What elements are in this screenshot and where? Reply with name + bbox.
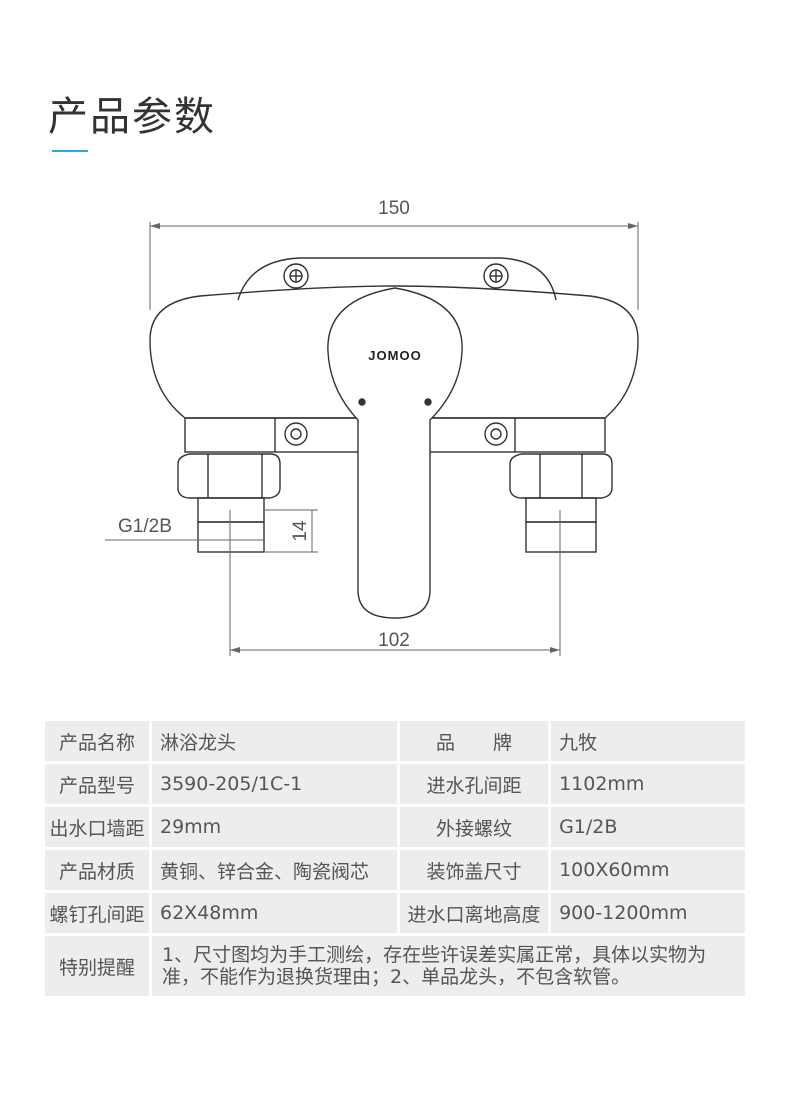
hole-spacing-label: 102 bbox=[378, 630, 410, 651]
table-row: 产品名称 淋浴龙头 品 牌 九牧 bbox=[45, 721, 745, 761]
spec-value: 3590-205/1C-1 bbox=[152, 764, 398, 804]
spec-key: 进水口离地高度 bbox=[400, 893, 549, 933]
spec-value: G1/2B bbox=[551, 807, 745, 847]
note-text: 1、尺寸图均为手工测绘，存在些许误差实属正常，具体以实物为准，不能作为退换货理由… bbox=[152, 936, 745, 996]
spec-value: 1102mm bbox=[551, 764, 745, 804]
table-row: 特别提醒 1、尺寸图均为手工测绘，存在些许误差实属正常，具体以实物为准，不能作为… bbox=[45, 936, 745, 996]
table-row: 产品材质 黄铜、锌合金、陶瓷阀芯 装饰盖尺寸 100X60mm bbox=[45, 850, 745, 890]
table-row: 产品型号 3590-205/1C-1 进水孔间距 1102mm bbox=[45, 764, 745, 804]
table-row: 出水口墙距 29mm 外接螺纹 G1/2B bbox=[45, 807, 745, 847]
thread-length-label: 14 bbox=[290, 520, 311, 542]
spec-value: 九牧 bbox=[551, 721, 745, 761]
spec-key: 装饰盖尺寸 bbox=[400, 850, 549, 890]
spec-value: 黄铜、锌合金、陶瓷阀芯 bbox=[152, 850, 398, 890]
spec-key: 出水口墙距 bbox=[45, 807, 149, 847]
note-key: 特别提醒 bbox=[45, 936, 149, 996]
spec-table-body: 产品名称 淋浴龙头 品 牌 九牧 产品型号 3590-205/1C-1 进水孔间… bbox=[45, 721, 745, 996]
spec-key: 螺钉孔间距 bbox=[45, 893, 149, 933]
spec-table: 产品名称 淋浴龙头 品 牌 九牧 产品型号 3590-205/1C-1 进水孔间… bbox=[42, 718, 748, 999]
spec-value: 100X60mm bbox=[551, 850, 745, 890]
spec-key: 外接螺纹 bbox=[400, 807, 549, 847]
jomoo-logo: JOMOO bbox=[368, 348, 421, 363]
table-row: 螺钉孔间距 62X48mm 进水口离地高度 900-1200mm bbox=[45, 893, 745, 933]
spec-value: 淋浴龙头 bbox=[152, 721, 398, 761]
spec-value: 29mm bbox=[152, 807, 398, 847]
thread-label: G1/2B bbox=[118, 516, 172, 537]
spec-key: 进水孔间距 bbox=[400, 764, 549, 804]
width-dimension-label: 150 bbox=[378, 198, 410, 219]
spec-key: 产品型号 bbox=[45, 764, 149, 804]
faucet-dimension-drawing: 150 102 G1/2B 14 JOMOO bbox=[105, 198, 639, 656]
spec-value: 62X48mm bbox=[152, 893, 398, 933]
spec-key: 产品材质 bbox=[45, 850, 149, 890]
spec-key: 品 牌 bbox=[400, 721, 549, 761]
page-title: 产品参数 bbox=[48, 94, 216, 140]
title-underline bbox=[52, 150, 88, 152]
spec-value: 900-1200mm bbox=[551, 893, 745, 933]
spec-key: 产品名称 bbox=[45, 721, 149, 761]
